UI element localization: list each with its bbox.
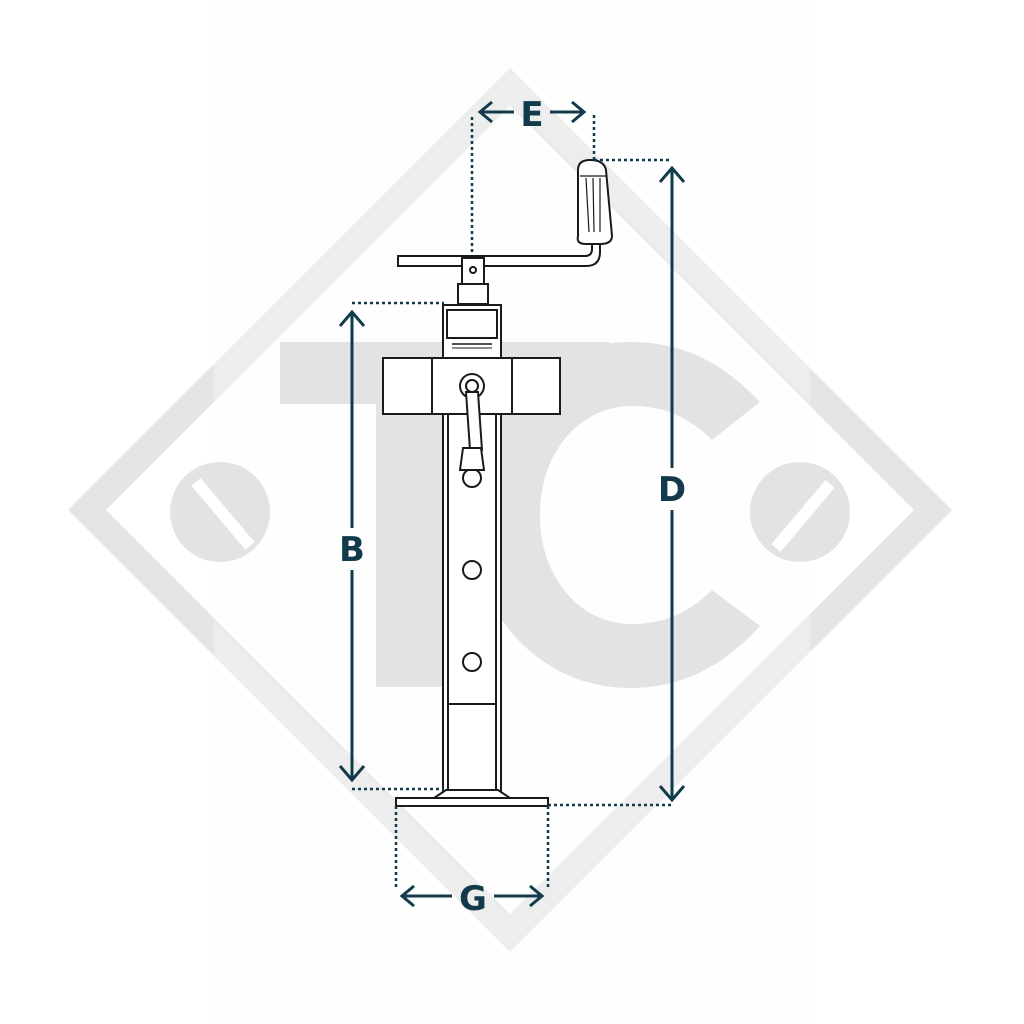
dimension-g-arrow [399,884,545,908]
spindle-pin [469,266,477,274]
foot-plate [395,797,549,807]
dimension-d-label: D [658,470,686,510]
tube-hole [462,560,482,580]
crank-grip-ribs [580,175,606,233]
dimension-e-arrow [477,100,587,124]
spindle-nut [457,283,489,305]
watermark-left-dot [170,462,270,562]
dimension-guides [352,114,672,888]
tube-hole [462,468,482,488]
watermark-diamond [68,68,952,952]
dimension-b-label: B [339,530,365,570]
watermark-right-dot [750,462,850,562]
dimension-lines [338,100,686,908]
foot-neck [430,789,514,799]
lower-tube [447,703,497,793]
crank-grip-icon [576,158,614,245]
watermark-letter-c [470,342,760,688]
dimension-e-label: E [520,95,543,135]
dimension-g-label: G [459,879,487,919]
tube-cap [446,309,498,339]
watermark [68,0,952,1024]
tube-hole [462,652,482,672]
dimension-d-arrow [658,165,686,803]
clamp-screw-knob [458,447,486,471]
prop-stand [382,158,614,807]
dimension-b-arrow [338,309,366,783]
clamp-screw-lever [464,391,484,451]
